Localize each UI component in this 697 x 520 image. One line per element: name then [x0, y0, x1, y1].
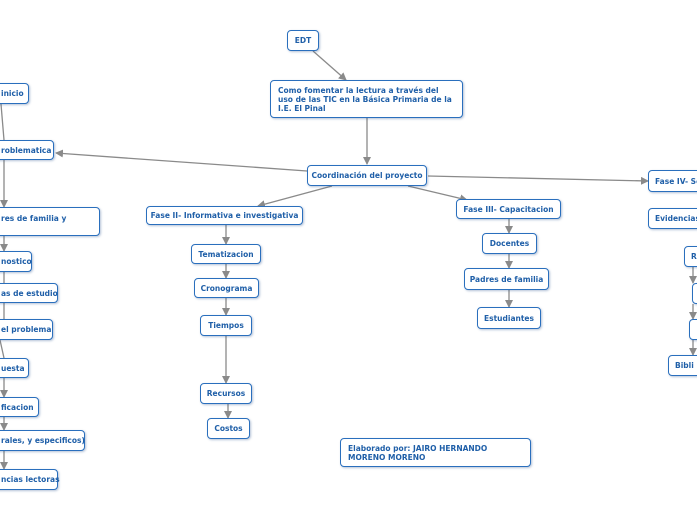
node-padres-familia[interactable]: Padres de familia — [464, 268, 549, 290]
node-costos[interactable]: Costos — [207, 418, 250, 439]
edge-coordinacion-fase4 — [427, 175, 649, 185]
node-author[interactable]: Elaborado por: JAIRO HERNANDO MORENO MOR… — [340, 438, 531, 467]
node-problematica[interactable]: roblematica — [0, 140, 54, 160]
node-tiempos[interactable]: Tiempos — [200, 315, 252, 336]
node-diagnostico[interactable]: nostico — [0, 251, 32, 272]
node-lectoras[interactable]: ncias lectoras — [0, 469, 60, 490]
edge-edt-root — [312, 50, 347, 81]
node-tematizacion[interactable]: Tematizacion — [191, 244, 261, 264]
edge-coordinacion-fase2 — [257, 185, 333, 209]
node-fase3[interactable]: Fase III- Capacitacion — [456, 199, 561, 219]
node-propuesta[interactable]: uesta — [0, 358, 29, 378]
edge-inicio-problematica — [0, 103, 5, 141]
edge-coordinacion-problematica — [55, 149, 308, 172]
node-problema[interactable]: el problema — [0, 319, 53, 340]
node-fase2[interactable]: Fase II- Informativa e investigativa — [146, 206, 303, 225]
node-coordinacion[interactable]: Coordinación del proyecto — [307, 165, 427, 186]
node-recursos[interactable]: Recursos — [200, 383, 252, 404]
node-inicio[interactable]: inicio — [0, 83, 29, 104]
node-right-r[interactable]: R — [684, 246, 697, 267]
node-justificacion[interactable]: ficacion — [0, 397, 39, 417]
node-evidencias[interactable]: Evidencias — [648, 208, 697, 229]
node-docentes[interactable]: Docentes — [482, 233, 537, 254]
node-fase4[interactable]: Fase IV- Se — [648, 170, 697, 192]
node-estudio[interactable]: as de estudio — [0, 283, 58, 303]
node-padres-left[interactable]: res de familia y — [0, 207, 100, 236]
node-root-question[interactable]: Como fomentar la lectura a través del us… — [270, 80, 463, 118]
node-estudiantes[interactable]: Estudiantes — [477, 307, 541, 329]
node-bibliografia[interactable]: Bibli — [668, 355, 697, 376]
node-edt[interactable]: EDT — [287, 30, 319, 51]
edge-coordinacion-fase3 — [407, 185, 468, 203]
node-cronograma[interactable]: Cronograma — [194, 278, 259, 298]
node-right-2[interactable] — [692, 283, 697, 304]
edge-left-segment-3 — [0, 339, 5, 359]
node-right-3[interactable] — [689, 319, 697, 340]
node-objetivos[interactable]: rales, y especificos) — [0, 430, 85, 451]
